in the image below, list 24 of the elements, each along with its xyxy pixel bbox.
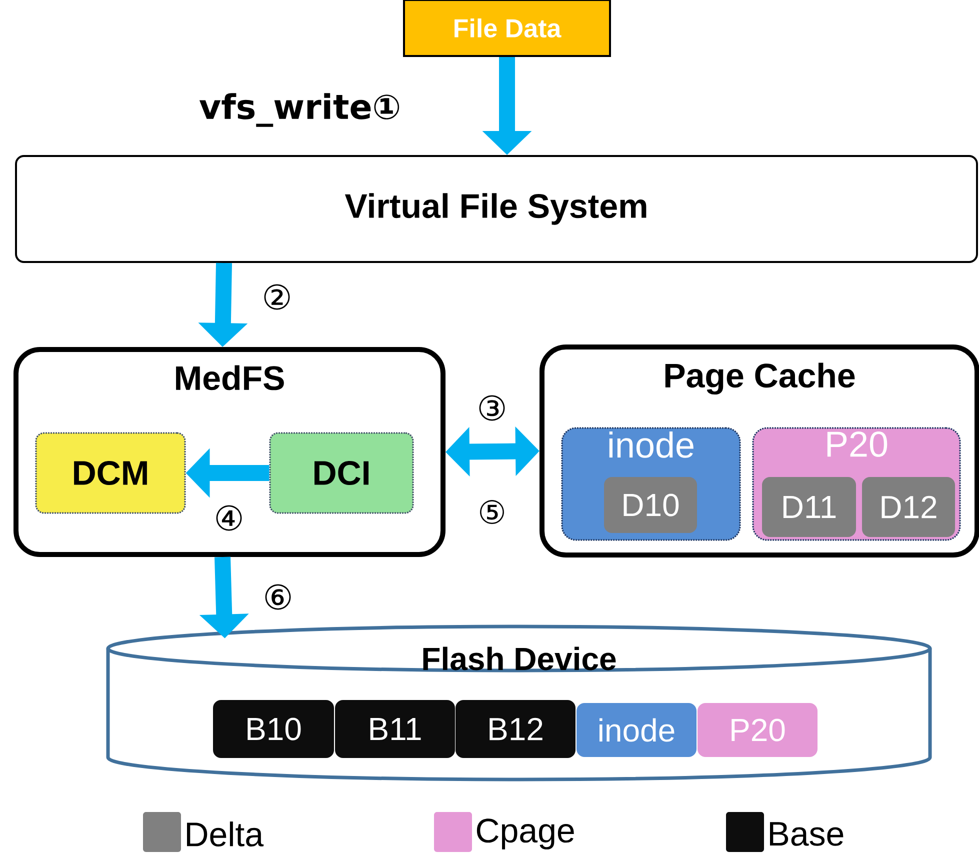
- delta-box: D12: [862, 477, 956, 537]
- legend-label: Delta: [187, 822, 264, 846]
- base-block: B11: [335, 700, 455, 758]
- node-label: B11: [370, 718, 421, 740]
- inode-block: inode: [576, 703, 696, 757]
- layer-box: Virtual File System: [15, 155, 978, 263]
- page-block: P20: [698, 703, 818, 757]
- component-box: DCI: [269, 432, 414, 514]
- edge-label: ⑥: [262, 583, 294, 611]
- edge-label: ④: [212, 504, 246, 532]
- delta-box: D11: [762, 477, 856, 537]
- component-box: DCM: [35, 432, 186, 514]
- delta-box: D10: [604, 477, 697, 533]
- step-label: ⑤: [480, 500, 504, 524]
- legend-label: Cpage: [476, 818, 574, 850]
- input-box: File Data: [403, 0, 611, 57]
- node-label: B12: [490, 718, 542, 740]
- edge-label: ③: [476, 394, 508, 422]
- node-label: B10: [248, 718, 301, 740]
- base-block: B12: [456, 700, 576, 758]
- legend-label: Base: [770, 822, 844, 846]
- edge-label: ②: [260, 283, 294, 311]
- base-block: B10: [213, 700, 334, 758]
- edge-label: vfs_write①: [198, 92, 402, 128]
